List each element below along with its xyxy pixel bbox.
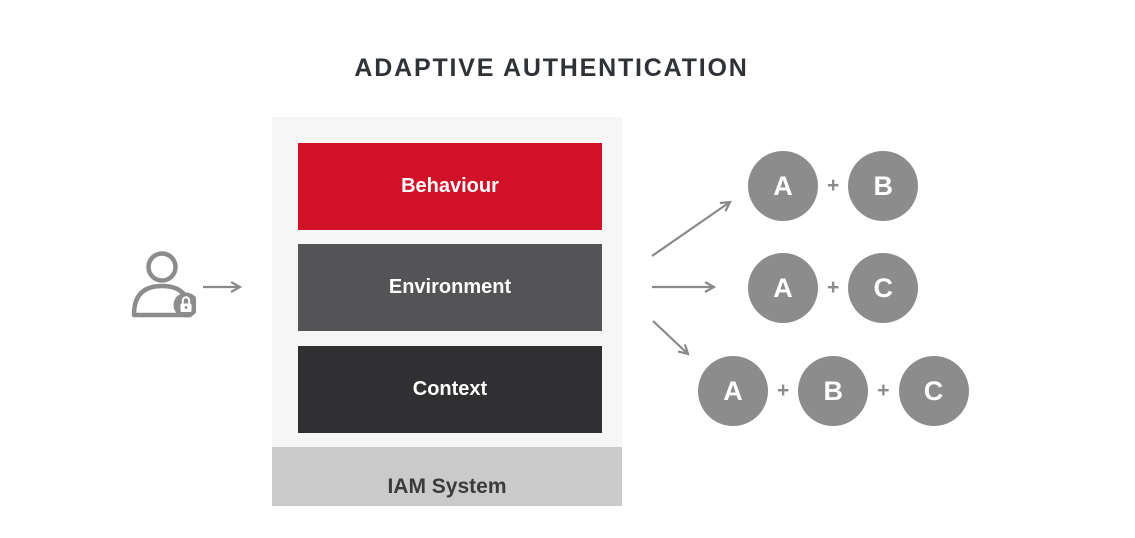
layer-context-label: Context — [412, 378, 488, 400]
factor-circle-c: C — [848, 253, 919, 323]
combo-row-ab: A + B — [748, 151, 919, 221]
factor-circle-a: A — [748, 253, 818, 323]
plus-sign: + — [827, 276, 840, 299]
factor-circle-a: A — [698, 356, 768, 426]
lock-icon — [173, 292, 196, 318]
arrow-to-combo-ab — [651, 202, 730, 257]
combo-row-abc: A + B + C — [698, 356, 969, 426]
arrow-to-combo-abc — [652, 320, 688, 354]
factor-circle-b: B — [798, 356, 869, 426]
layer-behaviour-label: Behaviour — [401, 175, 499, 197]
factor-circle-a: A — [748, 151, 818, 221]
plus-sign: + — [877, 379, 890, 402]
plus-sign: + — [777, 379, 790, 402]
iam-system-band: IAM System — [272, 447, 622, 506]
user-lock-icon — [131, 251, 196, 318]
diagram-title: ADAPTIVE AUTHENTICATION — [354, 54, 749, 82]
layer-context: Context — [298, 346, 602, 433]
iam-system-label: IAM System — [387, 475, 507, 498]
factor-circle-c: C — [898, 356, 969, 426]
combo-row-ac: A + C — [748, 253, 919, 323]
layer-behaviour: Behaviour — [298, 143, 602, 230]
plus-sign: + — [827, 174, 840, 197]
factor-circle-b: B — [848, 151, 919, 221]
layer-environment: Environment — [298, 244, 602, 331]
layer-environment-label: Environment — [388, 276, 512, 298]
iam-system-panel: Behaviour Environment Context IAM System — [272, 117, 622, 506]
